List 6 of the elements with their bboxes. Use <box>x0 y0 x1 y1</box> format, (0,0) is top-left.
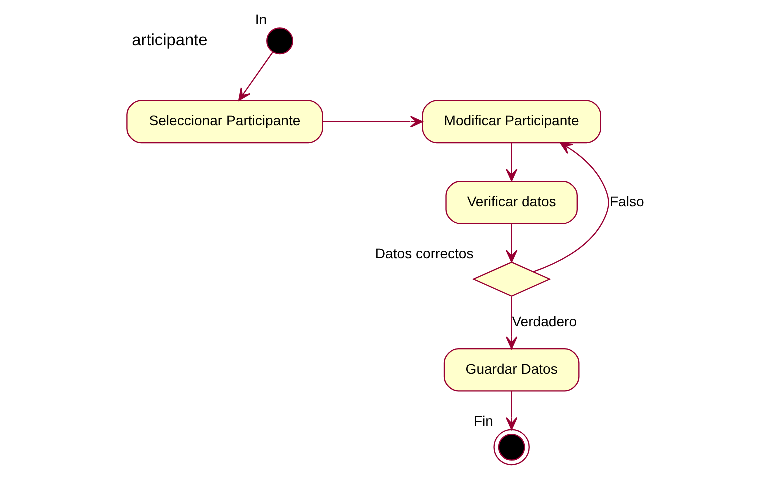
node-label: Datos correctos <box>374 245 474 262</box>
edge-label: Verdadero <box>512 313 577 330</box>
node-label: Fin <box>473 412 493 429</box>
label: articipante <box>132 31 208 50</box>
node-label: In <box>254 11 267 28</box>
edge-label: Falso <box>609 193 644 210</box>
